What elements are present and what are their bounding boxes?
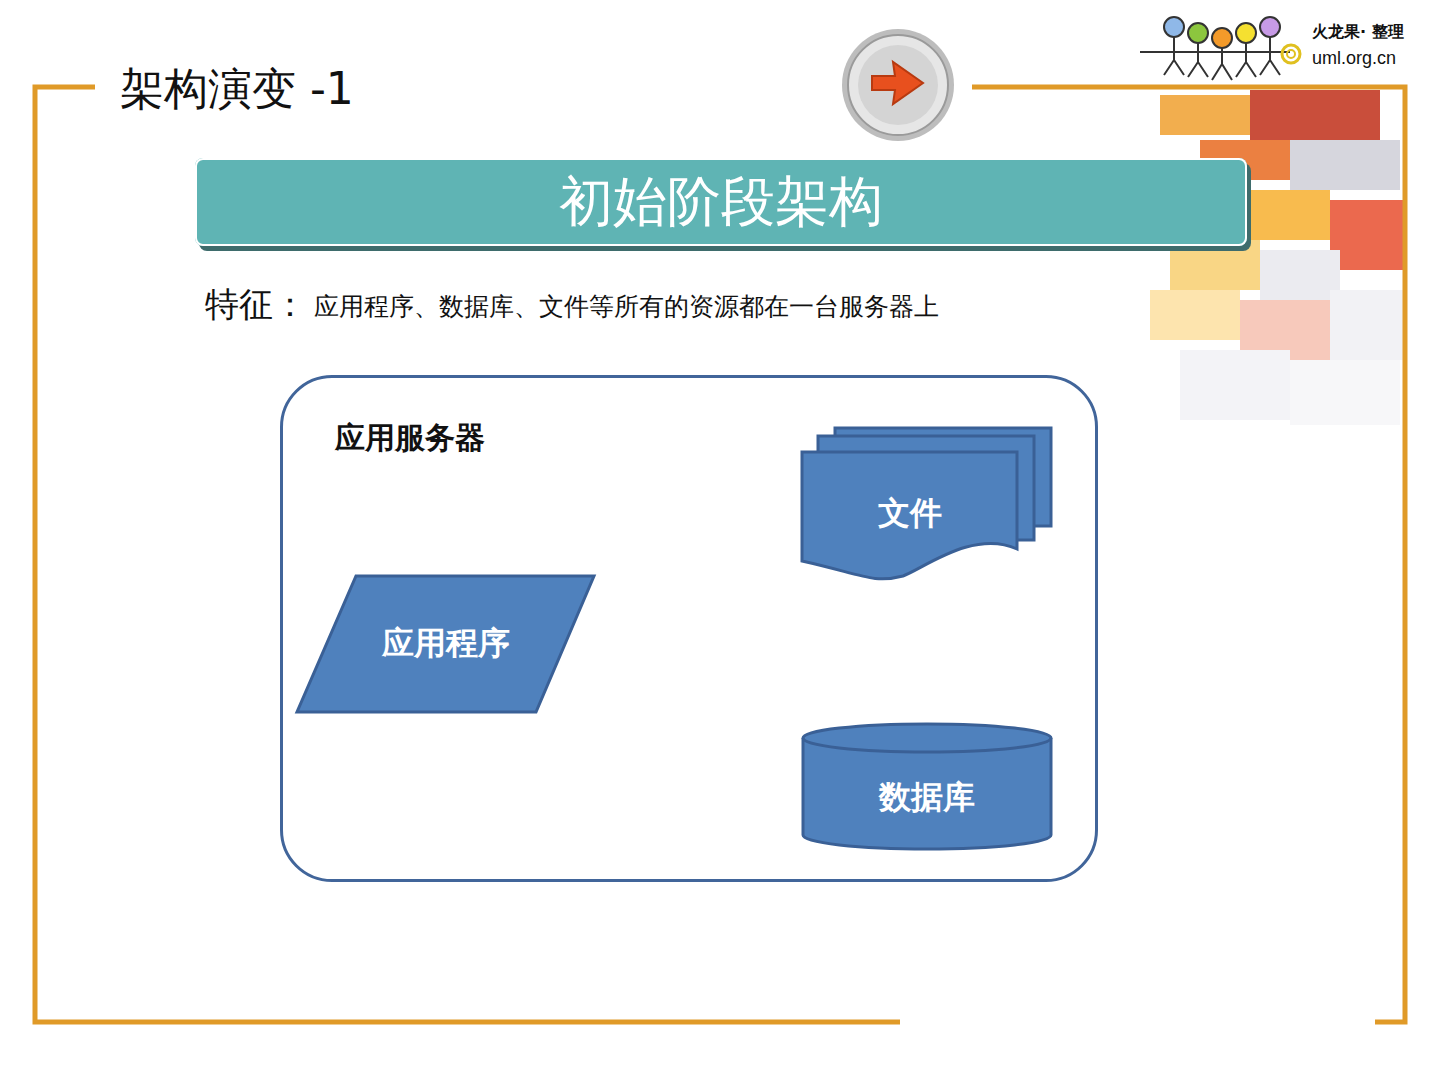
logo-url: uml.org.cn — [1312, 48, 1396, 69]
arrow-button — [842, 29, 954, 141]
cube-art — [1150, 90, 1405, 425]
slide-title: 架构演变 -1 — [120, 60, 354, 119]
banner-title: 初始阶段架构 — [559, 166, 883, 239]
server-container: 应用服务器应用程序 文件数据库 — [280, 375, 1098, 882]
database-cylinder: 数据库 — [801, 723, 1053, 850]
feature-label: 特征： — [205, 282, 307, 328]
feature-text: 应用程序、数据库、文件等所有的资源都在一台服务器上 — [314, 290, 939, 323]
stage-banner: 初始阶段架构 — [195, 158, 1247, 246]
app-parallelogram: 应用程序 — [296, 575, 596, 713]
logo-figures — [1140, 17, 1300, 80]
logo-text: 火龙果· 整理 — [1312, 22, 1404, 43]
frame — [35, 87, 1405, 1022]
node-label: 数据库 — [879, 776, 975, 820]
node-label: 文件 — [878, 492, 942, 536]
file-stack: 文件 — [801, 427, 1053, 579]
container-label: 应用服务器 — [335, 418, 485, 459]
node-label: 应用程序 — [382, 622, 510, 666]
